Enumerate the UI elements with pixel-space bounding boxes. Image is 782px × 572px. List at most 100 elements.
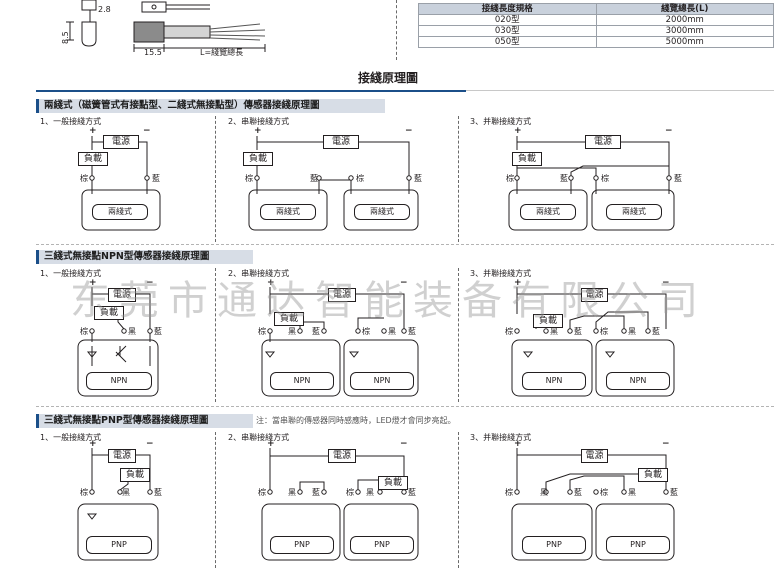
plus-sign: + xyxy=(514,439,522,449)
wire-label-blue: 藍 xyxy=(312,488,320,497)
wire-label-brown: 棕 xyxy=(80,174,88,183)
section1-bar xyxy=(36,99,385,113)
wire-label-brown: 棕 xyxy=(506,174,514,183)
load-box: 負載 xyxy=(120,468,150,482)
s3-mode-2: 2、串聯接綫方式 xyxy=(228,433,290,442)
wire-label-blue: 藍 xyxy=(408,488,416,497)
wire-label-blue: 藍 xyxy=(154,327,162,336)
wire-label-black: 黑 xyxy=(366,488,374,497)
s1-mode-1: 1、一般接綫方式 xyxy=(40,117,102,126)
wire-label-brown: 棕 xyxy=(505,327,513,336)
wire-label-brown: 棕 xyxy=(245,174,253,183)
top-divider xyxy=(396,0,397,60)
minus-sign: − xyxy=(400,278,408,288)
wire-label-blue: 藍 xyxy=(310,174,318,183)
section-sep-2 xyxy=(36,406,774,407)
section-sep-1 xyxy=(36,244,774,245)
device-npn: NPN xyxy=(522,372,586,390)
power-box: 電源 xyxy=(103,135,139,149)
minus-sign: − xyxy=(143,126,151,136)
wire-label-blue: 藍 xyxy=(574,488,582,497)
minus-sign: − xyxy=(146,439,154,449)
company-watermark: 东莞市通达智能装备有限公司 xyxy=(70,278,707,324)
wire-label-blue: 藍 xyxy=(560,174,568,183)
spec-cell: 5000mm xyxy=(595,36,774,48)
s1-sep-b xyxy=(458,116,459,242)
wire-label-brown: 棕 xyxy=(505,488,513,497)
wire-label-black: 黑 xyxy=(288,488,296,497)
power-box: 電源 xyxy=(108,449,136,463)
minus-sign: − xyxy=(405,126,413,136)
wire-label-black: 黑 xyxy=(550,327,558,336)
wire-label-black: 黑 xyxy=(628,488,636,497)
s1-mode-3: 3、并聯接綫方式 xyxy=(470,117,532,126)
wire-label-brown: 棕 xyxy=(346,488,354,497)
wire-label-brown: 棕 xyxy=(258,488,266,497)
s2-mode-3: 3、并聯接綫方式 xyxy=(470,269,532,278)
plus-sign: + xyxy=(89,278,97,288)
s1-mode-2: 2、串聯接綫方式 xyxy=(228,117,290,126)
wire-label-brown: 棕 xyxy=(362,327,370,336)
device-npn: NPN xyxy=(270,372,334,390)
wire-label-black: 黑 xyxy=(288,327,296,336)
device-pnp: PNP xyxy=(606,536,670,554)
device-two-wire: 兩綫式 xyxy=(606,204,662,220)
power-box: 電源 xyxy=(585,135,621,149)
wire-label-blue: 藍 xyxy=(652,327,660,336)
wire-label-brown: 棕 xyxy=(80,327,88,336)
device-npn: NPN xyxy=(606,372,670,390)
s1-sep-a xyxy=(215,116,216,242)
wire-label-blue: 藍 xyxy=(154,488,162,497)
minus-sign: − xyxy=(662,439,670,449)
power-box: 電源 xyxy=(328,449,356,463)
power-box: 電源 xyxy=(581,288,608,302)
load-box: 負載 xyxy=(533,314,563,328)
wire-label-blue: 藍 xyxy=(414,174,422,183)
power-box: 電源 xyxy=(581,449,608,463)
load-box: 負載 xyxy=(512,152,542,166)
device-two-wire: 兩綫式 xyxy=(92,204,148,220)
plus-sign: + xyxy=(514,278,522,288)
s3-mode-1: 1、一般接綫方式 xyxy=(40,433,102,442)
load-box: 負載 xyxy=(78,152,108,166)
s2-sep-a xyxy=(215,268,216,402)
device-two-wire: 兩綫式 xyxy=(354,204,410,220)
wire-label-blue: 藍 xyxy=(674,174,682,183)
load-box: 負載 xyxy=(94,306,124,320)
s3-sep-b xyxy=(458,432,459,568)
load-box: 負載 xyxy=(378,476,408,490)
wire-label-black: 黑 xyxy=(128,327,136,336)
wire-label-brown: 棕 xyxy=(600,327,608,336)
plus-sign: + xyxy=(267,439,275,449)
power-box: 電源 xyxy=(323,135,359,149)
minus-sign: − xyxy=(662,278,670,288)
wire-label-black: 黑 xyxy=(388,327,396,336)
s2-mode-2: 2、串聯接綫方式 xyxy=(228,269,290,278)
power-box: 電源 xyxy=(328,288,356,302)
sensor-dimension-drawing xyxy=(66,0,266,52)
wire-label-brown: 棕 xyxy=(80,488,88,497)
load-box: 負載 xyxy=(243,152,273,166)
dim-length-label: L=綫覽總長 xyxy=(200,48,244,57)
title-underline-right xyxy=(466,90,774,91)
s2-mode-1: 1、一般接綫方式 xyxy=(40,269,102,278)
section3-note: 注：當串聯的傳感器同時感應時，LED燈才會同步亮起。 xyxy=(256,416,456,425)
section3-bar xyxy=(36,414,253,428)
main-title: 接綫原理圖 xyxy=(358,71,419,85)
power-box: 電源 xyxy=(108,288,136,302)
device-pnp: PNP xyxy=(350,536,414,554)
wire-label-brown: 棕 xyxy=(258,327,266,336)
dim-2-8: 2.8 xyxy=(98,5,111,14)
dim-15-5: 15.5 xyxy=(144,48,162,57)
plus-sign: + xyxy=(514,126,522,136)
minus-sign: − xyxy=(400,439,408,449)
plus-sign: + xyxy=(267,278,275,288)
title-underline-left xyxy=(36,90,466,92)
device-npn: NPN xyxy=(350,372,414,390)
device-npn: NPN xyxy=(86,372,152,390)
wire-label-blue: 藍 xyxy=(312,327,320,336)
plus-sign: + xyxy=(89,439,97,449)
wire-label-black: 黑 xyxy=(122,488,130,497)
